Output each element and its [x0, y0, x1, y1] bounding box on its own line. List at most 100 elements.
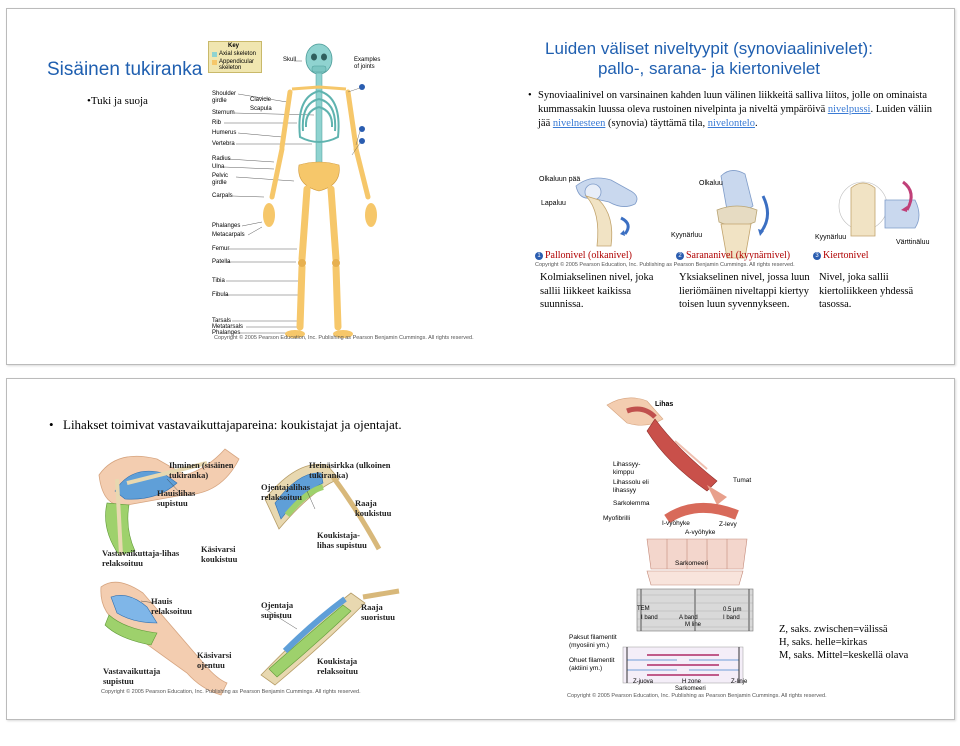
label-hauis-relaksoituu: Hauis relaksoituu	[151, 596, 192, 616]
bullet-dot: •	[528, 90, 532, 101]
joints-copyright: Copyright © 2005 Pearson Education, Inc.…	[535, 262, 795, 268]
label-metacarpals: Metacarpals	[212, 232, 245, 238]
note-z: Z, saks. zwischen=välissä	[779, 624, 888, 635]
label-scapula-fi: Lapaluu	[541, 200, 566, 207]
label-koukistaja-relaksoituu: Koukistaja relaksoituu	[317, 656, 358, 676]
label-scapula: Scapula	[250, 106, 272, 112]
label-lihassolu: Lihassolu eli lihassyy	[613, 479, 649, 494]
label-raaja-koukistuu: Raaja koukistuu	[355, 498, 392, 518]
label-z-levy: Z-levy	[719, 521, 737, 528]
label-radius: Radius	[212, 156, 231, 162]
label-ulna-2: Kyynärluu	[815, 234, 847, 241]
label-phalanges-foot: Phalanges	[212, 330, 241, 336]
label-humerus: Humerus	[212, 130, 237, 136]
label-ihminen: Ihminen (sisäinen tukiranka)	[169, 460, 234, 480]
label-ojentajalihas: Ojentajalihas relaksoituu	[261, 482, 311, 502]
label-tem: TEM	[637, 606, 650, 612]
label-m-line: M line	[685, 622, 702, 628]
slide1-right-title: Luiden väliset niveltyypit (synoviaalini…	[479, 39, 939, 79]
muscle-bullet: • Lihakset toimivat vastavaikuttajaparei…	[49, 417, 423, 433]
key-title: Key	[228, 43, 240, 49]
muscle-structure-illustration	[606, 397, 754, 684]
key-appendicular-label: Appendicular skeleton	[219, 59, 255, 71]
muscle-structure-copyright: Copyright © 2005 Pearson Education, Inc.…	[567, 693, 827, 699]
caption-pivot-joint-text: Kiertonivel	[823, 250, 869, 261]
examples-label: Examples of joints	[354, 57, 381, 70]
label-heinasirkka: Heinäsirkka (ulkoinen tukiranka)	[309, 460, 391, 480]
synovial-text-4: .	[754, 118, 758, 129]
label-raaja-suoristuu: Raaja suoristuu	[361, 602, 396, 622]
synovial-text-3: (synovia) täyttämä tila,	[607, 118, 706, 129]
label-lihassyykimppu: Lihassyy-kimppu	[613, 461, 641, 476]
slide-muscles: • Lihakset toimivat vastavaikuttajaparei…	[6, 378, 955, 720]
desc-hinge-joint: Yksiakselinen nivel, jossa luun lieriömä…	[679, 272, 810, 311]
label-tumat: Tumat	[733, 477, 752, 484]
key-axial-label: Axial skeleton	[219, 51, 257, 57]
link-nivelneste[interactable]: nivelnesteen	[552, 118, 606, 129]
label-sarkomeeri: Sarkomeeri	[675, 560, 709, 567]
slide-skeleton-joints: Sisäinen tukiranka •Tuki ja suoja Key Ax…	[6, 8, 955, 365]
desc-ball-joint: Kolmiakselinen nivel, joka sallii liikke…	[540, 272, 654, 311]
label-femur: Femur	[212, 246, 230, 252]
label-rib: Rib	[212, 120, 222, 126]
label-i-vyohyke: I-vyöhyke	[662, 520, 690, 527]
label-myofibrilli: Myofibrilli	[603, 515, 631, 522]
label-vertebra: Vertebra	[212, 141, 235, 147]
label-a-band: A band	[679, 615, 698, 621]
num-badge-2: 2	[676, 251, 684, 260]
link-nivelpussi[interactable]: nivelpussi	[827, 104, 871, 115]
label-carpals: Carpals	[212, 193, 233, 199]
label-ulna-1: Kyynärluu	[671, 232, 703, 239]
label-tarsals: Tarsals	[212, 318, 232, 324]
muscle-pairs-illustration	[98, 448, 400, 696]
skull-label: Skull	[283, 57, 297, 63]
label-shoulder-girdle: Shoulder girdle	[212, 91, 237, 104]
caption-hinge-joint-text: Sarananivel (kyynärnivel)	[686, 250, 791, 261]
label-lihas: Lihas	[655, 401, 674, 408]
link-nivelontelo[interactable]: nivelontelo	[707, 118, 755, 129]
note-h: H, saks. helle=kirkas	[779, 637, 868, 648]
note-m: M, saks. Mittel=keskellä olava	[779, 650, 909, 661]
muscle-bullet-dot: •	[49, 417, 54, 432]
slide1-left-bullet: •Tuki ja suoja	[87, 95, 148, 107]
desc-pivot-joint: Nivel, joka sallii kiertoliikkeen yhdess…	[819, 272, 914, 311]
right-title-line2: pallo-, sarana- ja kiertonivelet	[597, 59, 821, 78]
label-head-of-humerus: Olkaluun pää	[539, 176, 581, 183]
key-appendicular-swatch	[212, 60, 217, 65]
label-ojentaja-supistuu: Ojentaja supistuu	[261, 600, 294, 620]
label-hauislihas: Hauislihas supistuu	[157, 488, 196, 508]
synovial-description: • Synoviaalinivel on varsinainen kahden …	[528, 89, 938, 131]
synovial-text-1: Synoviaalinivel on varsinainen kahden lu…	[538, 90, 928, 115]
joint-drawings	[575, 170, 920, 259]
caption-ball-joint-text: Pallonivel (olkanivel)	[545, 250, 632, 261]
muscle-pairs-copyright: Copyright © 2005 Pearson Education, Inc.…	[101, 689, 361, 695]
label-sternum: Sternum	[212, 110, 235, 116]
num-badge-1: 1	[535, 251, 543, 260]
num-badge-3: 3	[813, 251, 821, 260]
label-scale: 0.5 µm	[723, 607, 742, 613]
slide1-left-title: Sisäinen tukiranka	[47, 59, 203, 80]
label-paksut-filamentit: Paksut filamentit (myosiini ym.)	[569, 634, 617, 649]
label-i-band-2: I band	[723, 615, 740, 621]
label-i-band-1: I band	[641, 615, 658, 621]
label-ulna: Ulna	[212, 164, 225, 170]
muscle-bullet-text: Lihakset toimivat vastavaikuttajapareina…	[63, 417, 402, 432]
notes: Z, saks. zwischen=välissä H, saks. helle…	[779, 623, 908, 662]
label-z-linje: Z-linje	[731, 679, 748, 685]
label-sarkolemma: Sarkolemma	[613, 500, 650, 507]
key-axial-swatch	[212, 52, 217, 57]
skeleton-key: Key Axial skeleton Appendicular skeleton	[208, 41, 262, 73]
label-metatarsals: Metatarsals	[212, 324, 244, 330]
label-radius-fi: Värttinäluu	[896, 239, 930, 246]
label-pelvic-girdle: Pelvic girdle	[212, 173, 229, 186]
skeleton-illustration	[223, 43, 377, 338]
label-humerus-fi: Olkaluu	[699, 180, 723, 187]
label-fibula: Fibula	[212, 292, 229, 298]
label-vastavaikuttajalihas: Vastavaikuttaja-lihas relaksoituu	[102, 548, 180, 568]
skeleton-copyright: Copyright © 2005 Pearson Education, Inc.…	[214, 335, 474, 341]
label-ohuet-filamentit: Ohuet filamentit (aktiini ym.)	[569, 657, 615, 672]
label-tibia: Tibia	[212, 278, 225, 284]
